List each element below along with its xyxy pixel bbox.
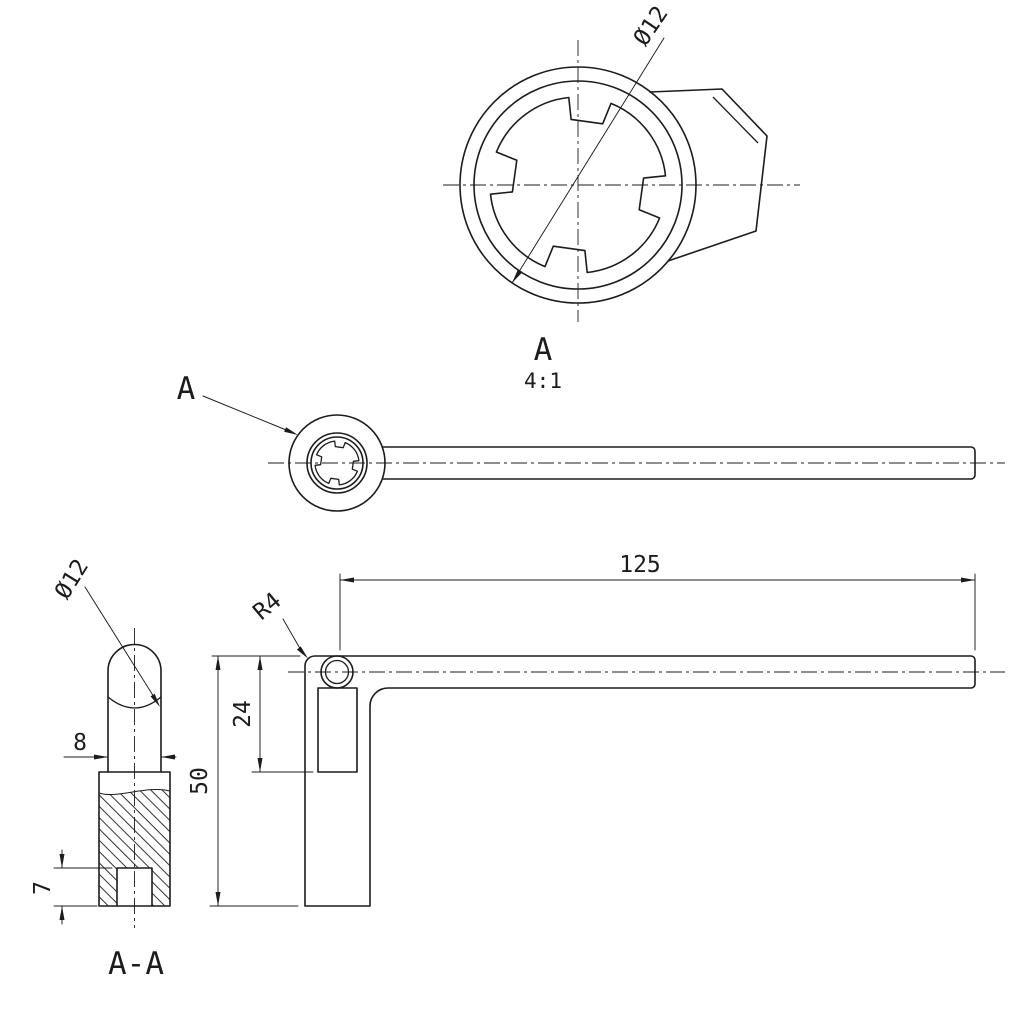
arrowhead <box>296 646 308 659</box>
diameter-dimension-line <box>511 37 665 284</box>
detail-view-scale: 4:1 <box>524 369 562 393</box>
chamfer-edge <box>712 96 759 144</box>
section-view: Ø12 8 7 A-A <box>30 555 177 982</box>
detail-view: Ø12 A 4:1 <box>443 2 800 393</box>
arrowhead <box>59 854 65 868</box>
dim-shaft-diameter: Ø12 <box>50 555 94 604</box>
arrowhead <box>961 577 975 583</box>
socket-hole <box>116 867 153 907</box>
dim-handle-length: 125 <box>619 552 661 578</box>
arrowhead <box>215 892 221 906</box>
arrowhead <box>59 906 65 920</box>
arrowhead <box>257 656 263 670</box>
arrowhead <box>257 758 263 772</box>
dim-total-height: 50 <box>187 767 213 795</box>
socket-block-outline <box>98 771 171 907</box>
dim-bore-diameter: Ø12 <box>629 2 674 51</box>
shaft-outline <box>107 643 162 773</box>
body-outline <box>304 655 976 907</box>
arrowhead <box>340 577 354 583</box>
section-view-label: A-A <box>108 946 164 982</box>
handle-stub-outline <box>649 88 768 262</box>
spline-bore-profile <box>489 96 667 274</box>
plan-view: A <box>177 371 1005 512</box>
detail-callout-leader <box>202 395 286 430</box>
head-boss-circle <box>306 432 368 494</box>
dim-boss-height: 24 <box>230 700 256 728</box>
boss-edges <box>317 687 358 773</box>
hatch-area <box>99 789 170 906</box>
head-outer-circle <box>288 414 386 512</box>
arrowhead <box>161 754 175 760</box>
dim-corner-radius: R4 <box>249 588 287 626</box>
pivot-outer-circle <box>320 655 354 689</box>
head-inner-circle <box>473 80 683 290</box>
head-bore-circle <box>310 436 364 490</box>
head-outer-circle <box>459 66 697 304</box>
arrowhead <box>512 270 522 283</box>
pivot-inner-circle <box>324 659 350 685</box>
handle-outline <box>381 446 976 480</box>
spline-bore-profile-small <box>314 440 360 486</box>
radius-leader <box>282 618 301 649</box>
arrowhead <box>150 693 160 707</box>
arrowhead <box>284 427 298 435</box>
arrowhead <box>94 754 108 760</box>
break-line <box>98 789 171 795</box>
dim-socket-depth: 7 <box>30 881 56 895</box>
arrowhead <box>215 656 221 670</box>
front-view: 125 R4 24 50 <box>187 552 1005 907</box>
dim-flat-width: 8 <box>73 730 87 756</box>
diameter-leader <box>84 586 155 698</box>
detail-callout-label: A <box>177 371 196 407</box>
detail-view-label: A <box>534 332 553 368</box>
